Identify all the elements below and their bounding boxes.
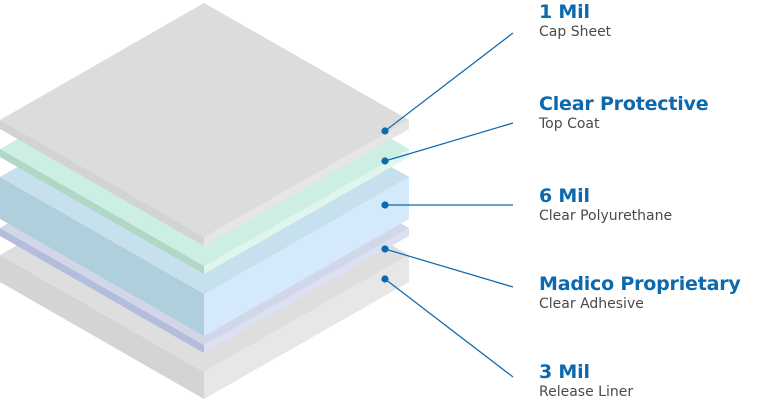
layer-right-face: [204, 177, 409, 336]
layer-cap-sheet: [0, 3, 409, 246]
layer-right-face: [204, 120, 409, 246]
layer-left-face: [0, 120, 204, 246]
layer-top-face: [0, 3, 409, 237]
callout-release-liner: [381, 275, 514, 378]
layer-left-face: [0, 177, 204, 336]
callout-cap-sheet: [381, 32, 514, 135]
callout-line: [384, 278, 514, 378]
layer-subtitle: Top Coat: [539, 116, 600, 132]
label-polyurethane: 6 Mil Clear Polyurethane: [539, 185, 672, 225]
layer-left-face: [0, 149, 204, 274]
callout-dot-icon: [381, 127, 389, 135]
layer-subtitle: Cap Sheet: [539, 24, 612, 40]
callout-polyurethane: [381, 201, 513, 209]
layer-left-face: [0, 228, 204, 353]
layer-right-face: [204, 228, 409, 353]
callout-line: [384, 122, 514, 162]
layer-right-face: [204, 255, 409, 399]
callout-dot-icon: [381, 201, 389, 209]
layer-title: 6 Mil: [539, 185, 590, 207]
layer-subtitle: Release Liner: [539, 384, 634, 400]
label-release-liner: 3 Mil Release Liner: [539, 361, 633, 401]
layer-subtitle: Clear Adhesive: [539, 296, 644, 312]
callout-dot-icon: [381, 157, 389, 165]
layer-title: Madico Proprietary: [539, 273, 741, 295]
callout-dot-icon: [381, 245, 389, 253]
callout-line: [384, 32, 514, 132]
label-top-coat: Clear Protective Top Coat: [539, 93, 709, 133]
label-cap-sheet: 1 Mil Cap Sheet: [539, 1, 611, 41]
label-adhesive: Madico Proprietary Clear Adhesive: [539, 273, 741, 313]
layer-right-face: [204, 149, 409, 274]
layer-title: Clear Protective: [539, 93, 709, 115]
callout-adhesive: [381, 245, 514, 288]
layer-title: 1 Mil: [539, 1, 590, 23]
layer-left-face: [0, 255, 204, 399]
callout-top-coat: [381, 122, 514, 165]
callout-dot-icon: [381, 275, 389, 283]
layer-subtitle: Clear Polyurethane: [539, 208, 673, 224]
callout-line: [384, 248, 514, 288]
layer-title: 3 Mil: [539, 361, 590, 383]
